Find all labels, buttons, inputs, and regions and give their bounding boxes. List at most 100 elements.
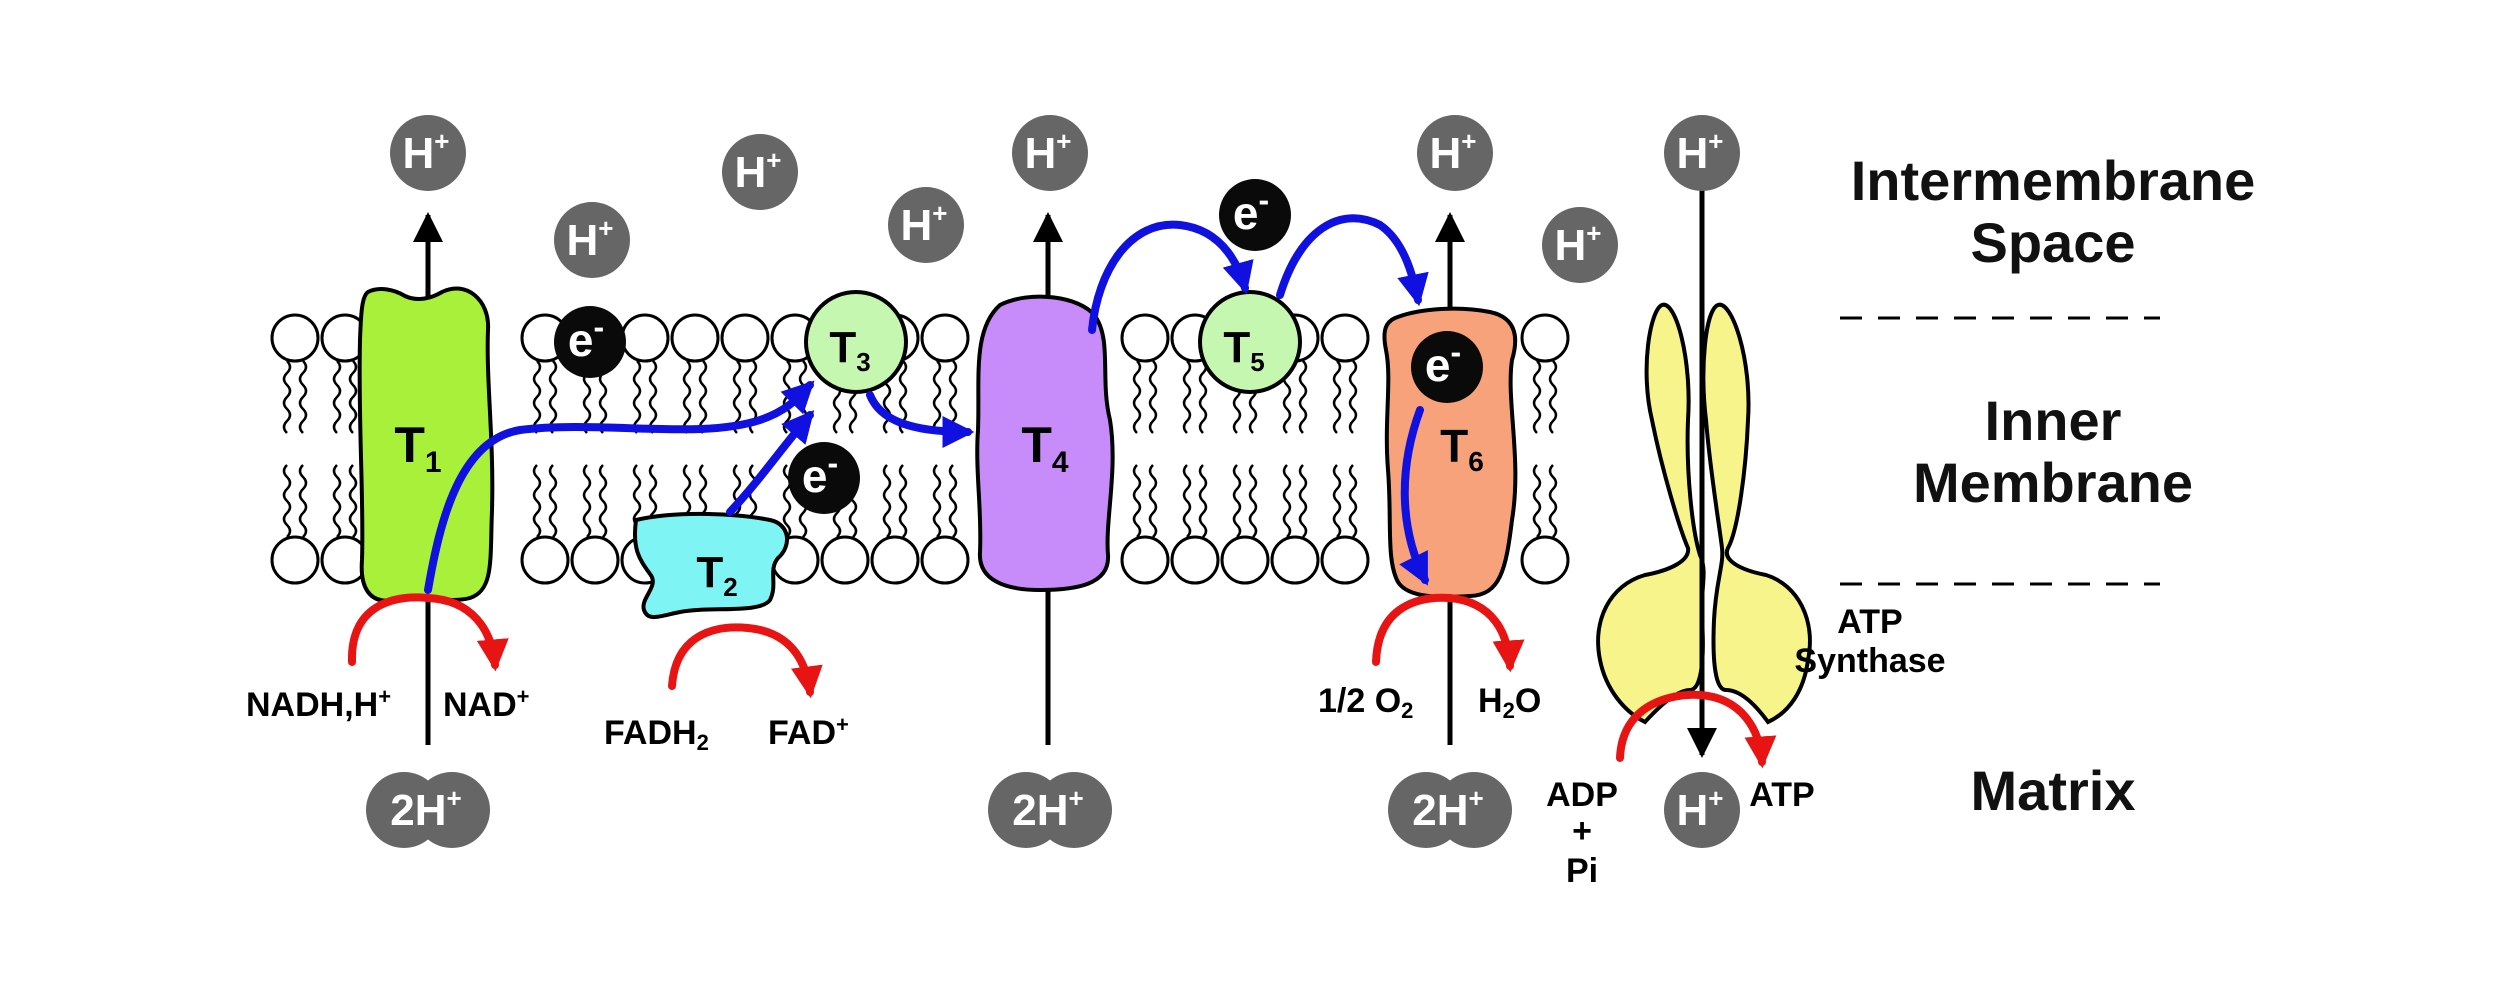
lipid-head: [1320, 535, 1370, 585]
two-h-plus-charge: +: [1069, 783, 1084, 813]
t2-subscript: 2: [723, 572, 737, 602]
electron-symbol: e: [802, 450, 828, 502]
t6-subscript: 6: [1468, 446, 1484, 477]
t4-subscript: 4: [1052, 446, 1069, 479]
two-h-plus-symbol: 2H: [1012, 786, 1068, 835]
lipid-head: [1120, 313, 1170, 363]
h-plus-charge: +: [1708, 126, 1723, 156]
o2-label-sub: 2: [1401, 698, 1413, 723]
nad-label-sup: +: [517, 684, 530, 709]
adp-label-line2: +: [1572, 812, 1592, 850]
lipid-tail: [1532, 464, 1542, 538]
h-plus-charge: +: [1461, 126, 1476, 156]
lipid-tail: [548, 360, 558, 434]
lipid-head: [1170, 535, 1220, 585]
reaction-arrows: [347, 593, 1777, 769]
lipid-tail: [1248, 464, 1258, 538]
lipid-tail: [548, 464, 558, 538]
lipid-tail: [1332, 464, 1342, 538]
lipid-head: [920, 313, 970, 363]
adp-label-line3: Pi: [1566, 852, 1598, 890]
electron-arrow-t4-t5: [1088, 220, 1254, 334]
lipid-tail: [1198, 360, 1208, 434]
h-plus-charge: +: [1586, 218, 1601, 248]
h2o-label: H: [1478, 682, 1503, 720]
atp-synthase: [1596, 302, 1812, 725]
svg-text:H+: H+: [1555, 218, 1602, 270]
two-h-plus-ion: 2H+: [1388, 772, 1512, 848]
svg-text:T1: T1: [394, 417, 441, 479]
h-plus-charge: +: [434, 126, 449, 156]
lipid-tail: [1548, 464, 1558, 538]
lipid-tail: [1348, 464, 1358, 538]
electron-charge: -: [1450, 334, 1461, 370]
lipid-tail: [348, 360, 358, 434]
lipid-tail: [698, 360, 708, 434]
two-h-plus-symbol: 2H: [1412, 786, 1468, 835]
fad-label: FAD: [768, 714, 836, 752]
h-plus-symbol: H: [567, 216, 599, 265]
lipid-tail: [298, 360, 308, 434]
lipid-tail: [782, 464, 792, 538]
lipid-head: [720, 313, 770, 363]
h-plus-symbol: H: [1430, 129, 1462, 178]
lipid-bilayer: [270, 313, 1570, 585]
lipid-tail: [1532, 360, 1542, 434]
lipid-tail: [282, 360, 292, 434]
electron-symbol: e: [1233, 187, 1259, 239]
lipid-tail: [1348, 360, 1358, 434]
lipid-tail: [332, 464, 342, 538]
electron: e-: [788, 442, 860, 514]
svg-text:H2O: H2O: [1478, 682, 1541, 723]
t5-letter: T: [1223, 323, 1250, 372]
h-plus-charge: +: [598, 213, 613, 243]
two-h-plus-charge: +: [447, 783, 462, 813]
lipid-tail: [282, 464, 292, 538]
h-plus-ion: H+: [390, 115, 466, 191]
atp-label: ATP: [1749, 776, 1814, 814]
lipid-tail: [648, 360, 658, 434]
h-plus-ion: H+: [554, 202, 630, 278]
svg-text:T2: T2: [696, 548, 737, 602]
lipid-head: [1520, 535, 1570, 585]
nad-label: NAD: [443, 686, 517, 724]
lipid-head: [1270, 535, 1320, 585]
h-plus-charge: +: [766, 145, 781, 175]
lipid-tail: [1298, 360, 1308, 434]
electron-arrow-t1-t3: [424, 380, 815, 594]
complex-t1: T1: [357, 286, 495, 603]
lipid-tail: [532, 464, 542, 538]
lipid-tail: [1132, 360, 1142, 434]
two-h-plus-charge: +: [1469, 783, 1484, 813]
t3-subscript: 3: [856, 347, 870, 377]
h-plus-ion: H+: [1417, 115, 1493, 191]
two-h-plus-symbol: 2H: [390, 786, 446, 835]
lipid-head: [820, 535, 870, 585]
lipid-tail: [1198, 464, 1208, 538]
svg-text:T6: T6: [1440, 420, 1484, 477]
lipid-tail: [1132, 464, 1142, 538]
t1-letter: T: [394, 417, 425, 473]
h-plus-ion: H+: [888, 187, 964, 263]
svg-text:H+: H+: [567, 213, 614, 265]
lipid-tail: [598, 464, 608, 538]
lipid-tail: [882, 464, 892, 538]
lipid-tail: [582, 464, 592, 538]
h-plus-symbol: H: [403, 129, 435, 178]
complex-t4: T4: [975, 294, 1115, 593]
h-plus-symbol: H: [1677, 786, 1709, 835]
electron-charge: -: [827, 445, 838, 481]
lipid-tail: [1182, 360, 1192, 434]
svg-text:e-: e-: [1425, 334, 1461, 391]
electron-arrow-t6-down: [1399, 406, 1429, 586]
electron-charge: -: [593, 309, 604, 345]
lipid-tail: [932, 464, 942, 538]
lipid-tail: [632, 360, 642, 434]
svg-text:T3: T3: [829, 323, 870, 377]
two-h-plus-ion: 2H+: [988, 772, 1112, 848]
t4-letter: T: [1021, 417, 1052, 473]
svg-text:e-: e-: [568, 309, 604, 366]
lipid-tail: [1282, 464, 1292, 538]
